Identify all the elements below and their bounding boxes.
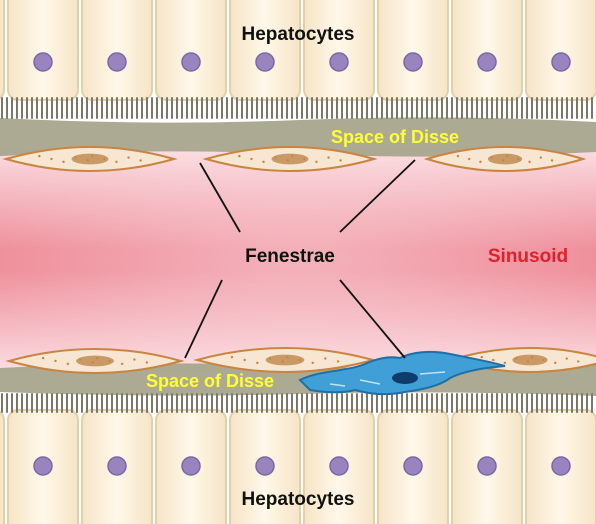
hepatocyte-nucleus (256, 53, 274, 71)
hepatocyte-nucleus (330, 457, 348, 475)
fenestrae-label: Fenestrae (245, 246, 335, 267)
hepatocytes-top-row (0, 0, 596, 100)
hepatocyte-nucleus (34, 457, 52, 475)
endothelial-nucleus (272, 154, 309, 165)
hepatocyte-nucleus (404, 53, 422, 71)
hepatocyte-cell (526, 0, 596, 100)
hepatocytes-top-label: Hepatocytes (242, 24, 355, 45)
hepatocyte-nucleus (108, 457, 126, 475)
endothelial-nucleus (76, 356, 114, 367)
hepatocyte-cell (230, 0, 300, 100)
endothelial-nucleus (266, 355, 305, 366)
hepatocyte-cell (452, 0, 522, 100)
space-of-disse-top-label: Space of Disse (331, 127, 459, 147)
sinusoid-label: Sinusoid (488, 246, 568, 267)
hepatocyte-cell (156, 0, 226, 100)
endothelial-nucleus (488, 154, 522, 165)
hepatocyte-nucleus (330, 53, 348, 71)
hepatocyte-nucleus (256, 457, 274, 475)
hepatocyte-cell (378, 0, 448, 100)
endothelial-nucleus (512, 355, 547, 366)
hepatocyte-nucleus (182, 53, 200, 71)
hepatocyte-nucleus (478, 457, 496, 475)
hepatocyte-cell (0, 410, 4, 524)
endothelial-nucleus (72, 154, 109, 165)
hepatocyte-nucleus (404, 457, 422, 475)
space-of-disse-bottom-label: Space of Disse (146, 371, 274, 391)
hepatocyte-cell (0, 0, 4, 100)
hepatocyte-nucleus (552, 53, 570, 71)
hepatocyte-nucleus (182, 457, 200, 475)
hepatocytes-bottom-label: Hepatocytes (242, 489, 355, 510)
hepatocyte-nucleus (34, 53, 52, 71)
hepatocyte-nucleus (108, 53, 126, 71)
hepatocyte-cell (304, 0, 374, 100)
hepatocyte-cell (8, 0, 78, 100)
hepatocyte-nucleus (478, 53, 496, 71)
hepatocyte-cell (82, 0, 152, 100)
hepatocyte-nucleus (552, 457, 570, 475)
